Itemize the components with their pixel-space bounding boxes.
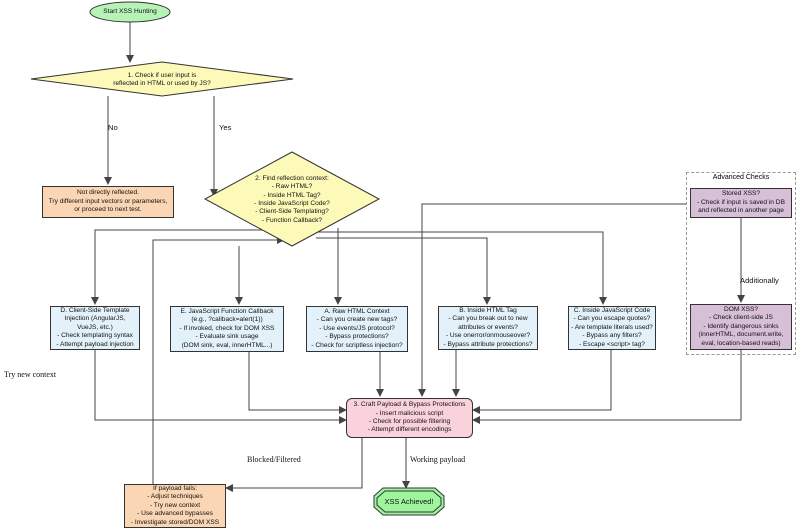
client-template-line: - Check templating syntax xyxy=(57,332,133,340)
context-line: 2. Find reflection context: xyxy=(255,174,329,182)
js-callback-line: (DOM sink, eval, innerHTML...) xyxy=(181,341,273,349)
edge-c-to-craft xyxy=(472,350,612,414)
html-tag-line: - Bypass attribute protections? xyxy=(443,340,533,348)
html-tag-line: B. Inside HTML Tag xyxy=(459,306,517,314)
context-line: - Function Callback? xyxy=(261,216,323,224)
context-decision: 2. Find reflection context: - Raw HTML? … xyxy=(240,172,344,228)
html-tag-line: - Can you break out to new xyxy=(448,315,528,323)
dom-xss-line: - Identify dangerous sinks xyxy=(703,322,779,330)
inside-js-box: C. Inside JavaScript Code - Can you esca… xyxy=(568,306,656,350)
edge-stored-to-craft xyxy=(418,203,686,397)
js-callback-box: E. JavaScript Function Callback (e.g., ?… xyxy=(170,306,284,352)
edge-context-to-b xyxy=(316,237,491,305)
not-reflected-line: Not directly reflected. xyxy=(77,189,139,197)
achieved-node-shape xyxy=(373,487,445,516)
edge-e-to-craft xyxy=(248,352,347,414)
craft-line: - Check for possible filtering xyxy=(368,418,451,425)
client-template-line: VueJS, etc.) xyxy=(77,323,113,331)
js-callback-line: - If invoked, check for DOM XSS xyxy=(179,324,275,332)
dom-xss-box: DOM XSS? - Check client-side JS - Identi… xyxy=(690,304,792,350)
inside-js-line: - Are template literals used? xyxy=(571,323,653,331)
not-reflected-box: Not directly reflected. Try different in… xyxy=(42,186,174,218)
dom-xss-line: eval, location-based reads) xyxy=(701,339,781,347)
inside-js-line: - Bypass any filters? xyxy=(582,332,642,340)
check-decision-shape xyxy=(30,61,294,97)
advanced-checks-title: Advanced Checks xyxy=(712,174,770,181)
fails-line: - Try new context xyxy=(149,501,201,509)
achieved-label: XSS Achieved! xyxy=(384,497,434,507)
craft-line: 3. Craft Payload & Bypass Protections xyxy=(353,401,466,409)
context-line: - Inside JavaScript Code? xyxy=(254,200,330,207)
fails-line: - Use advanced bypasses xyxy=(137,510,213,518)
edge-context-to-d xyxy=(91,229,282,305)
context-line: - Raw HTML? xyxy=(271,183,313,191)
raw-html-line: - Can you create new tags? xyxy=(316,316,398,324)
payload-fails-box: If payload fails: - Adjust techniques - … xyxy=(124,484,226,528)
dom-xss-line: DOM XSS? xyxy=(723,305,759,313)
js-callback-line: (e.g., ?callback=alert(1)) xyxy=(191,316,263,324)
raw-html-box: A. Raw HTML Context - Can you create new… xyxy=(306,306,408,352)
client-template-line: D. Client-Side Template xyxy=(60,306,130,314)
html-tag-box: B. Inside HTML Tag - Can you break out t… xyxy=(438,306,538,350)
stored-xss-box: Stored XSS? - Check if input is saved in… xyxy=(690,188,792,218)
start-node-shape xyxy=(89,1,171,23)
edge-craft-blocked xyxy=(225,438,363,492)
edge-label-additionally: Additionally xyxy=(740,276,779,285)
check-decision: 1. Check if user input is reflected in H… xyxy=(60,66,264,94)
inside-js-line: - Escape <script> tag? xyxy=(579,340,645,348)
raw-html-line: A. Raw HTML Context xyxy=(324,307,390,315)
start-node: Start XSS Hunting xyxy=(90,2,170,22)
inside-js-line: - Can you escape quotes? xyxy=(573,315,651,323)
dom-xss-line: - Check client-side JS xyxy=(709,314,773,322)
craft-line: - Attempt different encodings xyxy=(367,426,452,434)
js-callback-line: - Evaluate sink usage xyxy=(195,333,259,341)
check-line: 1. Check if user input is xyxy=(127,71,197,79)
js-callback-line: E. JavaScript Function Callback xyxy=(180,307,274,315)
edge-label-working: Working payload xyxy=(410,455,466,464)
raw-html-line: - Check for scriptless injection? xyxy=(311,341,403,349)
not-reflected-line: Try different input vectors or parameter… xyxy=(48,197,168,205)
check-line: reflected in HTML or used by JS? xyxy=(113,80,211,87)
html-tag-line: - Use onerror/onmouseover? xyxy=(445,332,531,340)
edge-label-blocked: Blocked/Filtered xyxy=(247,455,301,464)
edge-label-yes: Yes xyxy=(219,123,232,132)
edge-context-to-c xyxy=(300,231,607,305)
achieved-node: XSS Achieved! xyxy=(376,490,442,514)
achieved-node-inner xyxy=(376,490,442,513)
client-template-box: D. Client-Side Template Injection (Angul… xyxy=(50,306,140,350)
context-line: - Inside HTML Tag? xyxy=(263,191,321,199)
fails-line: - Investigate stored/DOM XSS xyxy=(130,518,220,526)
craft-line: - Insert malicious script xyxy=(375,409,444,417)
stored-xss-line: Stored XSS? xyxy=(721,190,761,198)
client-template-line: Injection (AngularJS, xyxy=(64,315,126,323)
html-tag-line: attributes or events? xyxy=(458,323,518,331)
edge-label-no: No xyxy=(108,123,118,132)
raw-html-line: - Use events/JS protocol? xyxy=(319,324,395,332)
edge-d-to-craft xyxy=(94,350,347,424)
edge-dom-to-craft xyxy=(472,350,742,424)
stored-xss-line: and reflected in another page xyxy=(698,207,784,215)
advanced-checks-group xyxy=(686,172,796,355)
start-label: Start XSS Hunting xyxy=(103,7,157,15)
stored-xss-line: - Check if input is saved in DB xyxy=(697,198,785,206)
context-decision-shape xyxy=(203,151,381,247)
edge-label-try-new-context: Try new context xyxy=(4,370,57,379)
context-line: - Client-Side Templating? xyxy=(255,208,329,216)
edges xyxy=(91,22,745,492)
edge-fail-retry xyxy=(152,236,285,484)
raw-html-line: - Bypass protections? xyxy=(325,333,389,341)
fails-line: If payload fails: xyxy=(153,484,197,492)
craft-payload-box: 3. Craft Payload & Bypass Protections - … xyxy=(346,398,473,438)
inside-js-line: C. Inside JavaScript Code xyxy=(573,306,651,314)
not-reflected-line: or proceed to next test. xyxy=(74,206,142,214)
fails-line: - Adjust techniques xyxy=(147,493,203,501)
dom-xss-line: (innerHTML, document.write, xyxy=(698,331,784,339)
client-template-line: - Attempt payload injection xyxy=(56,340,134,348)
